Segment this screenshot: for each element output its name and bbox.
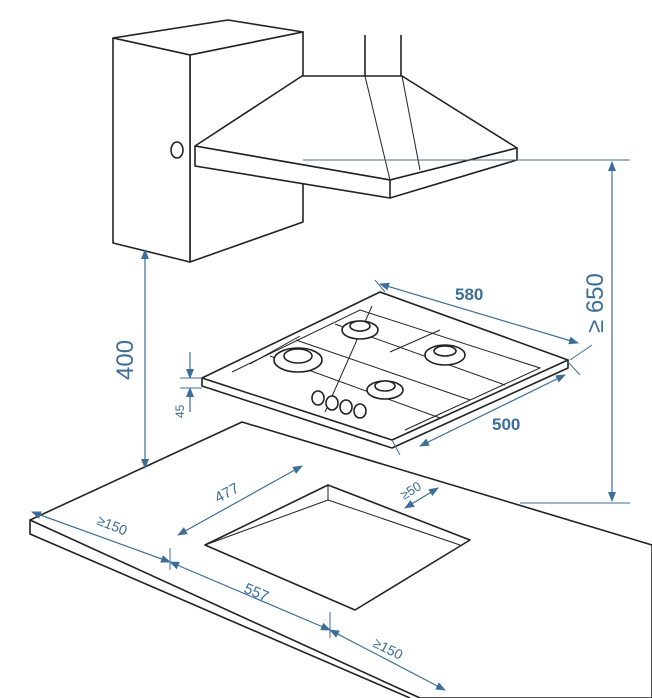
control-knobs — [311, 390, 367, 419]
cabinet-knob-icon — [170, 141, 184, 159]
cabinet-clearance-label: 400 — [112, 340, 139, 380]
range-hood — [170, 35, 518, 199]
hood-clearance-label: ≥ 650 — [582, 273, 609, 333]
burners — [273, 320, 466, 400]
countertop — [29, 421, 652, 698]
dimension-lines — [31, 159, 630, 691]
hob-depth-label: 500 — [492, 415, 520, 434]
hob-height-label: 45 — [173, 404, 187, 418]
hob-width-label: 580 — [455, 285, 483, 304]
